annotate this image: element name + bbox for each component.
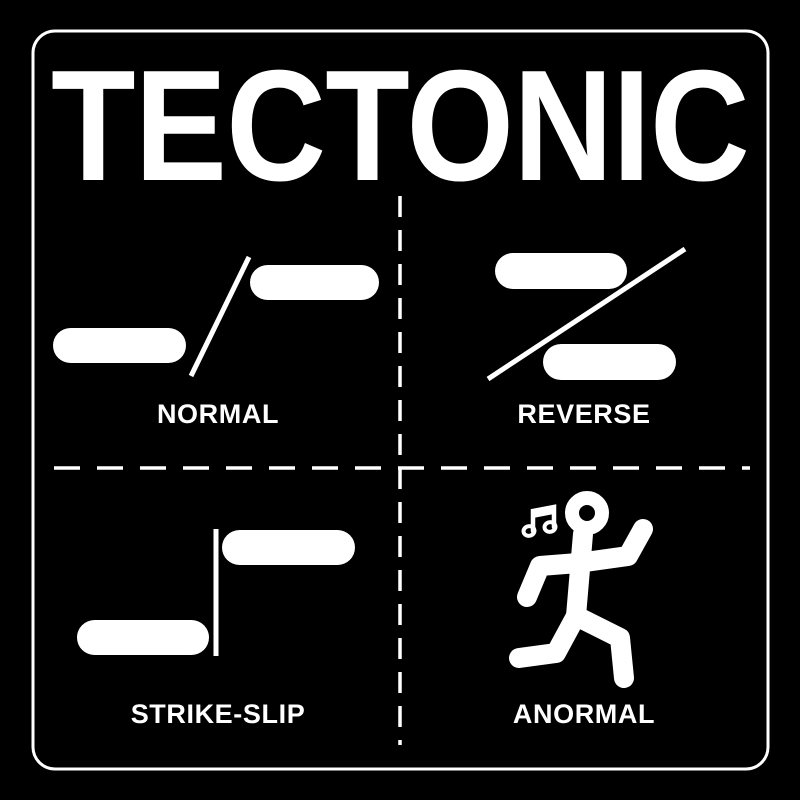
label-normal: NORMAL (157, 399, 279, 429)
normal-fault-plane-line (188, 255, 252, 378)
quadrant-strike-slip[interactable]: STRIKE-SLIP (77, 529, 355, 729)
stickman-left-arm (517, 553, 588, 607)
reverse-fault-plane-line (486, 246, 687, 382)
normal-footwall-block (53, 328, 186, 363)
stickman-front-leg (566, 606, 634, 688)
reverse-hangingwall-block (495, 253, 627, 289)
stickman-back-leg (509, 606, 586, 668)
music-note-icon (521, 504, 558, 538)
music-note-beam (533, 507, 554, 518)
reverse-footwall-block (543, 344, 676, 380)
strike-slip-fault-icon (77, 529, 355, 656)
running-stickman-icon (509, 491, 653, 688)
music-note-head-right (542, 520, 558, 534)
strike-slip-right-block (222, 530, 355, 565)
normal-fault-icon (53, 255, 379, 378)
poster-frame-border (31, 29, 770, 771)
quadrant-normal[interactable]: NORMAL (53, 255, 379, 429)
strike-slip-left-block (77, 620, 209, 655)
label-anormal: ANORMAL (513, 699, 655, 729)
stickman-torso (566, 524, 593, 626)
normal-hangingwall-block (250, 265, 379, 300)
reverse-fault-icon (486, 246, 687, 382)
music-note-head-left (521, 524, 537, 538)
quadrant-reverse[interactable]: REVERSE (486, 246, 687, 429)
page-title: TECTONIC (51, 38, 749, 214)
label-strike-slip: STRIKE-SLIP (131, 699, 306, 729)
label-reverse: REVERSE (517, 399, 650, 429)
stickman-right-arm (568, 519, 653, 573)
quadrant-anormal[interactable]: ANORMAL (509, 491, 655, 729)
